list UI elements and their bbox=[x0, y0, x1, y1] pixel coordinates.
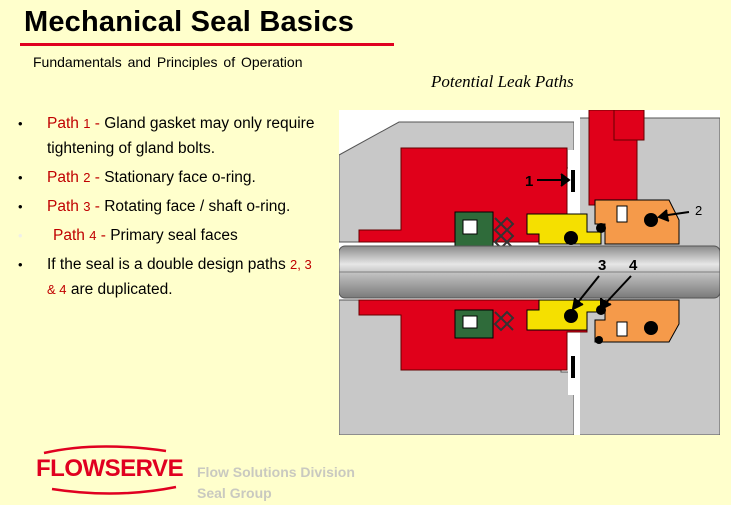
list-item: • Path 3 - Rotating face / shaft o-ring. bbox=[18, 194, 318, 219]
flowserve-logo bbox=[43, 445, 177, 495]
duplicated-path-numbers: 2, 3 & 4 bbox=[47, 257, 312, 297]
path-label: Path bbox=[53, 227, 85, 244]
pin-slot-lower bbox=[616, 321, 628, 337]
list-item: • Path 4 - Primary seal faces bbox=[18, 223, 318, 248]
o-ring-3-upper bbox=[564, 231, 578, 245]
logo-swoosh-top bbox=[43, 445, 167, 455]
stationary-face-upper bbox=[594, 199, 680, 245]
path-2-label: 2 bbox=[695, 203, 702, 218]
list-item: • If the seal is a double design paths 2… bbox=[18, 252, 318, 302]
path-3-arrow bbox=[571, 275, 600, 311]
path-number: 1 bbox=[83, 116, 91, 131]
path-separator: - bbox=[90, 115, 105, 132]
division-line-2: Seal Group bbox=[197, 485, 272, 501]
path-description: Primary seal faces bbox=[110, 227, 238, 244]
pin-slot-upper bbox=[616, 205, 628, 223]
path-separator: - bbox=[96, 227, 111, 244]
o-ring-2-lower bbox=[644, 321, 658, 335]
list-item: • Path 2 - Stationary face o-ring. bbox=[18, 165, 318, 190]
page-title: Mechanical Seal Basics bbox=[24, 6, 355, 38]
division-line-1: Flow Solutions Division bbox=[197, 464, 355, 480]
path-label: Path bbox=[47, 198, 79, 215]
page-subtitle: Fundamentals and Principles of Operation bbox=[33, 54, 303, 70]
path-number: 3 bbox=[83, 199, 91, 214]
spring-retainer-lower-inner bbox=[462, 315, 478, 329]
path-label: Path bbox=[47, 169, 79, 186]
spring-upper bbox=[493, 216, 515, 250]
logo-swoosh-bottom bbox=[51, 485, 177, 495]
path-description: Rotating face / shaft o-ring. bbox=[104, 198, 291, 215]
o-ring-1-lower bbox=[595, 336, 603, 344]
gland-bolt-head bbox=[613, 110, 645, 141]
path-label: Path bbox=[47, 115, 79, 132]
path-3-label: 3 bbox=[598, 257, 606, 274]
rotating-face-upper bbox=[526, 213, 602, 245]
path-description: Gland gasket may only require tightening… bbox=[47, 115, 315, 157]
path-4-label: 4 bbox=[629, 257, 638, 274]
path-description: Stationary face o-ring. bbox=[104, 169, 256, 186]
spring-lower bbox=[493, 310, 515, 332]
path-separator: - bbox=[90, 198, 105, 215]
title-underline bbox=[20, 43, 394, 46]
o-ring-4-upper bbox=[596, 223, 606, 233]
bullet-dot: • bbox=[18, 257, 23, 272]
gland-gasket-lower bbox=[571, 356, 575, 378]
gland-gasket-upper bbox=[571, 170, 575, 192]
path-separator: - bbox=[90, 169, 105, 186]
o-ring-2-upper bbox=[644, 213, 658, 227]
double-design-text-end: are duplicated. bbox=[66, 281, 173, 298]
bullet-dot: • bbox=[18, 116, 23, 131]
brand-name: FLOWSERVE bbox=[36, 455, 184, 482]
path-1-label: 1 bbox=[525, 173, 533, 190]
stationary-face-lower bbox=[594, 299, 680, 343]
division-name: Flow Solutions Division Seal Group bbox=[197, 462, 355, 504]
path-1-arrow bbox=[537, 173, 571, 187]
double-design-text: If the seal is a double design paths bbox=[47, 256, 290, 273]
bullet-list: • Path 1 - Gland gasket may only require… bbox=[18, 111, 318, 306]
bullet-dot: • bbox=[18, 228, 23, 243]
path-4-arrow bbox=[600, 275, 632, 311]
diagram-title: Potential Leak Paths bbox=[431, 72, 574, 91]
path-number: 2 bbox=[83, 170, 91, 185]
bullet-dot: • bbox=[18, 170, 23, 185]
spring-retainer-upper-inner bbox=[462, 219, 478, 235]
seal-cross-section-diagram: 1 2 3 4 bbox=[339, 110, 720, 435]
bullet-dot: • bbox=[18, 199, 23, 214]
list-item: • Path 1 - Gland gasket may only require… bbox=[18, 111, 318, 161]
path-number: 4 bbox=[89, 228, 97, 243]
o-ring-3-lower bbox=[564, 309, 578, 323]
path-2-arrow bbox=[657, 209, 690, 222]
